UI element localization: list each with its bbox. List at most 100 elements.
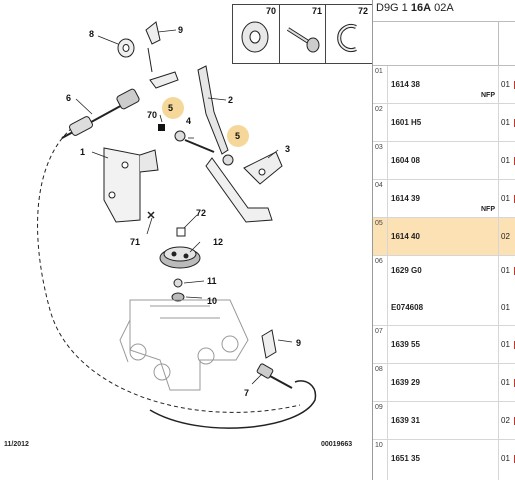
table-row[interactable]: 06 1629 G0 01 E074608 01 <box>373 256 515 326</box>
row-reference: 1639 29 <box>391 378 420 387</box>
cable-end-item-7 <box>256 363 293 389</box>
plate-item-3 <box>243 151 283 185</box>
label-70: 70 <box>147 110 157 120</box>
part-item-11 <box>173 278 183 288</box>
row-quantity: 01 <box>501 80 510 89</box>
row-reference: 1614 39 <box>391 194 420 203</box>
inset-num-71: 71 <box>311 6 322 16</box>
row-quantity: 02 <box>501 232 510 241</box>
bracket-item-1 <box>103 147 141 223</box>
row-index: 02 <box>375 106 383 113</box>
row-quantity: 01 <box>501 194 510 203</box>
table-row[interactable]: 03 1604 08 01 <box>373 142 515 180</box>
row-quantity: 01 <box>501 454 510 463</box>
exploded-parts-diagram: 8 9 6 5 70 2 4 5 1 3 72 71 12 11 10 9 7 … <box>4 4 373 448</box>
row-reference: 1639 31 <box>391 416 420 425</box>
label-9-lower: 9 <box>296 338 301 348</box>
row-index: 08 <box>375 366 383 373</box>
pulley-item-12 <box>159 246 201 269</box>
row-index: 10 <box>375 442 383 449</box>
table-row[interactable]: 09 1639 31 02 <box>373 402 515 440</box>
cable-dashed-route <box>37 127 301 413</box>
washer-item-8 <box>117 38 135 58</box>
washer-icon <box>241 21 269 53</box>
cross-item-71 <box>147 211 155 219</box>
row-index: 01 <box>375 68 383 75</box>
inset-cell-71: 71 <box>279 5 325 63</box>
marker-item-70 <box>158 124 165 131</box>
table-row[interactable]: 07 1639 55 01 <box>373 326 515 364</box>
label-71: 71 <box>130 237 140 247</box>
label-7: 7 <box>244 388 249 398</box>
lower-clip <box>261 329 277 359</box>
clip-ring-icon <box>337 24 357 52</box>
label-5-lower: 5 <box>235 131 240 141</box>
footer-drawing-number: 00019663 <box>321 441 353 448</box>
upper-lever-link <box>149 71 179 89</box>
callout-highlight-5b <box>227 125 249 147</box>
label-12: 12 <box>213 237 223 247</box>
hardware-inset-box: 70 71 72 <box>232 4 373 64</box>
label-3: 3 <box>285 144 290 154</box>
box-item-72 <box>176 227 186 237</box>
row-reference: 1604 08 <box>391 156 420 165</box>
header-suffix: 02A <box>431 2 454 14</box>
inset-cell-72: 72 <box>325 5 371 63</box>
row-index: 05 <box>375 220 383 227</box>
row-reference: 1601 H5 <box>391 118 422 127</box>
row-reference: 1614 40 <box>391 232 420 241</box>
row-quantity: 02 <box>501 416 510 425</box>
header-prefix: D9G 1 <box>376 2 411 14</box>
row-reference: 1651 35 <box>391 454 420 463</box>
table-row[interactable]: 10 1651 35 01 <box>373 440 515 480</box>
parts-drawing: 8 9 6 5 70 2 4 5 1 3 72 71 12 11 10 9 7 <box>37 21 317 429</box>
lever-arm <box>205 157 273 223</box>
row-quantity: 01 <box>501 156 510 165</box>
row-reference: 1629 G0 <box>391 266 422 275</box>
table-row-selected[interactable]: 05 1614 40 02 <box>373 218 515 256</box>
row-note: NFP <box>481 92 495 99</box>
row-quantity: 01 <box>501 266 510 275</box>
row-quantity: 01 <box>501 118 510 127</box>
row-quantity: 01 <box>501 340 510 349</box>
inset-cell-70: 70 <box>233 5 279 63</box>
label-72: 72 <box>196 208 206 218</box>
inset-num-72: 72 <box>357 6 368 16</box>
row-reference: 1639 55 <box>391 340 420 349</box>
header-bold: 16A <box>410 2 432 14</box>
table-row[interactable]: 08 1639 29 01 <box>373 364 515 402</box>
row-index: 06 <box>375 258 383 265</box>
column-header-area <box>373 22 515 66</box>
row-index: 03 <box>375 144 383 151</box>
callout-highlight-5a <box>162 97 184 119</box>
row-note: NFP <box>481 206 495 213</box>
table-header: D9G 1 16A 02A <box>373 0 515 22</box>
table-row[interactable]: 02 1601 H5 01 <box>373 104 515 142</box>
clip-item-9-stem <box>147 47 153 73</box>
leader-lines <box>75 29 293 385</box>
row-index: 07 <box>375 328 383 335</box>
row-index: 04 <box>375 182 383 189</box>
intake-manifold-background <box>119 299 249 391</box>
row-quantity: 01 <box>501 378 510 387</box>
label-10: 10 <box>207 296 217 306</box>
inset-num-70: 70 <box>265 6 276 16</box>
lower-cable <box>149 380 317 429</box>
table-row[interactable]: 01 1614 38 NFP 01 <box>373 66 515 104</box>
label-4: 4 <box>186 116 191 126</box>
label-8: 8 <box>89 29 94 39</box>
label-2: 2 <box>228 95 233 105</box>
label-5-upper: 5 <box>168 103 173 113</box>
row-index: 09 <box>375 404 383 411</box>
label-9: 9 <box>178 25 183 35</box>
nut-item-5a <box>174 130 186 142</box>
label-6: 6 <box>66 93 71 103</box>
row-reference: 1614 38 <box>391 80 420 89</box>
clip-item-9 <box>145 21 161 45</box>
row-quantity-alt: 01 <box>501 303 510 312</box>
pin-item-4 <box>184 139 215 153</box>
bolt-icon <box>286 27 320 53</box>
parts-table: D9G 1 16A 02A 01 1614 38 NFP 01 02 1601 … <box>372 0 515 480</box>
table-row[interactable]: 04 1614 39 NFP 01 <box>373 180 515 218</box>
footer-date: 11/2012 <box>4 441 29 448</box>
